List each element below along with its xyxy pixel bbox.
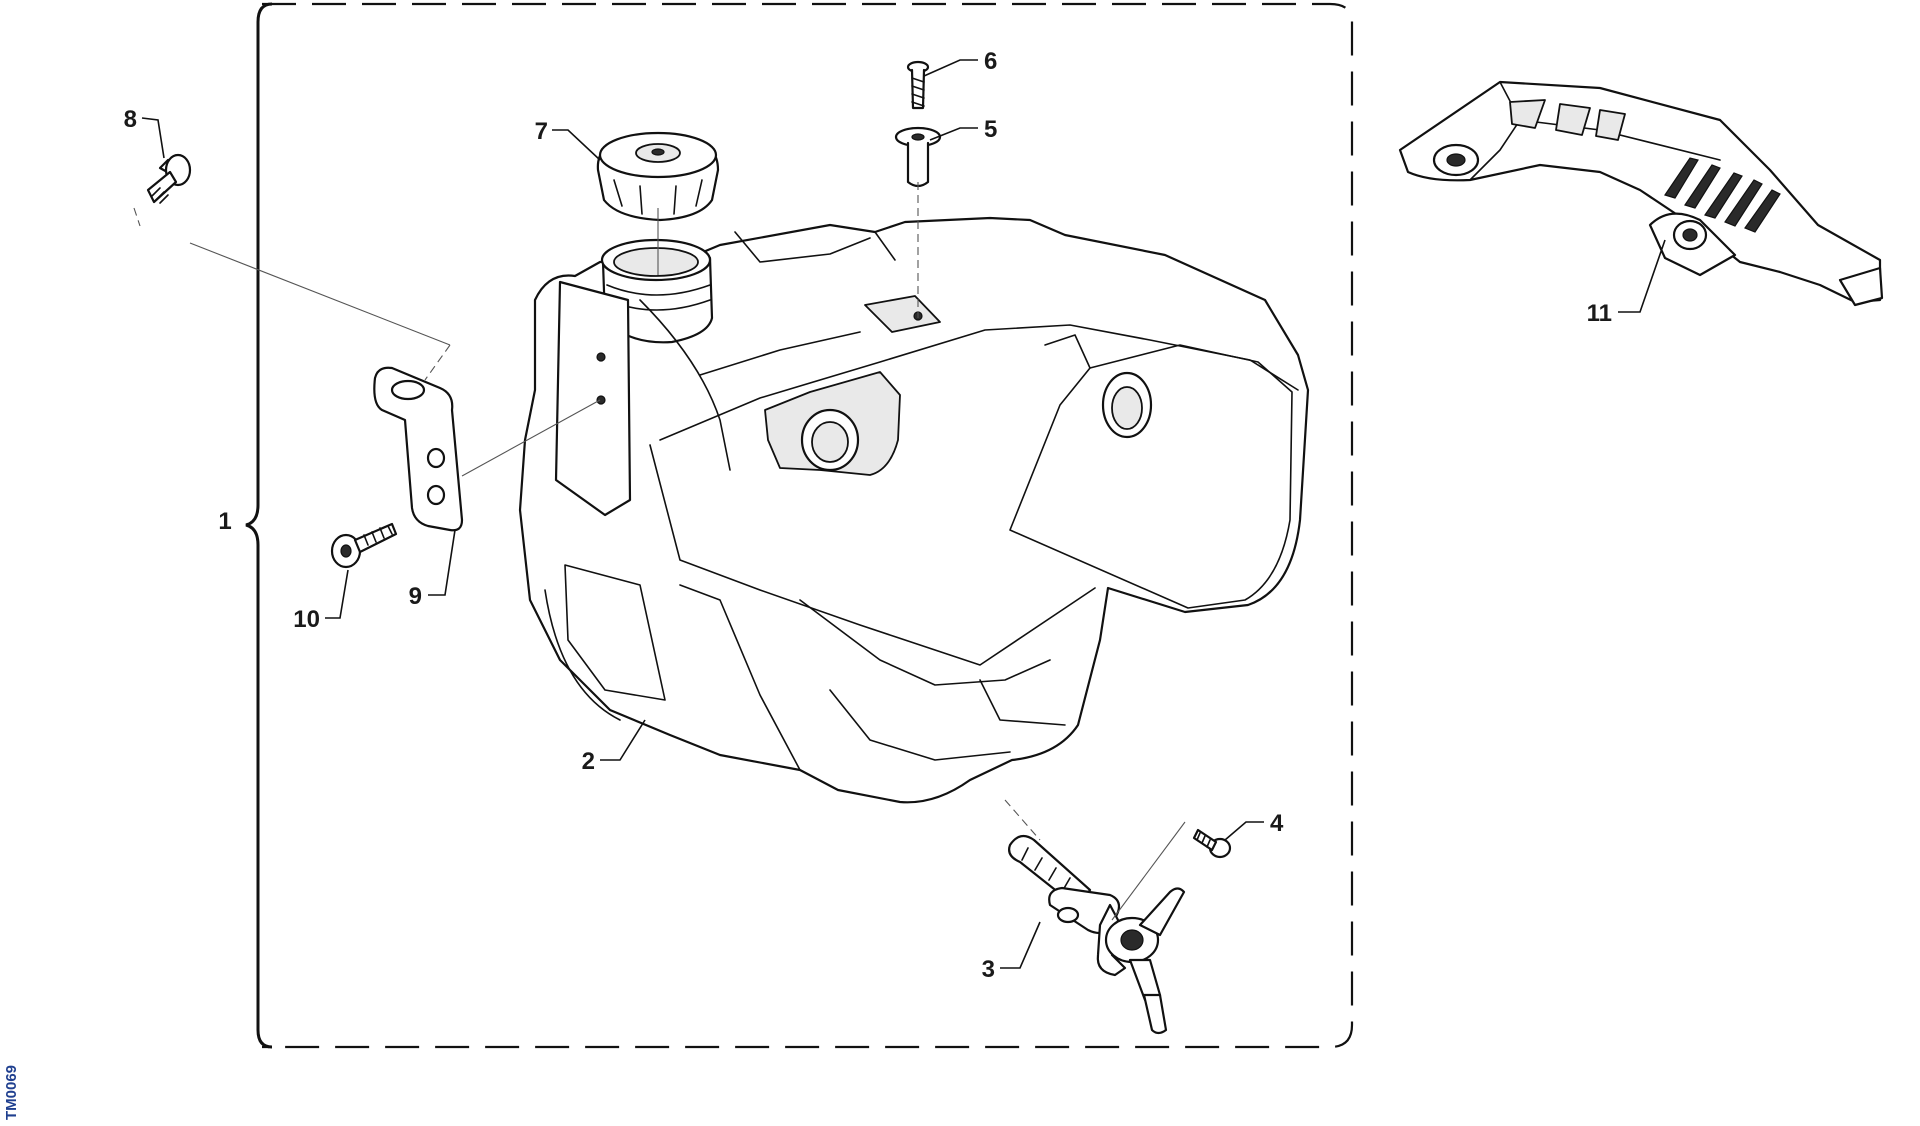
fuel-tank (518, 216, 1310, 804)
drawing-code-text: TM0069 (3, 1064, 20, 1120)
callout-7: 7 (535, 118, 548, 145)
rubber-grommet (894, 126, 942, 188)
callout-9: 9 (409, 583, 422, 610)
drawing-code: TM0069 (0, 1040, 24, 1126)
callout-4: 4 (1270, 810, 1284, 837)
callout-1: 1 (218, 508, 231, 535)
assembly-frame (262, 2, 1354, 1049)
mounting-bracket (373, 366, 464, 532)
callout-5: 5 (984, 116, 997, 143)
tank-screw (906, 60, 930, 110)
tank-cover (1398, 80, 1884, 307)
bracket-bolt (146, 153, 192, 204)
callout-leaders (141, 59, 1666, 969)
assembly-guides (133, 182, 1186, 921)
assembly-brace (245, 2, 273, 1049)
callout-11: 11 (1587, 300, 1612, 327)
callout-labels: 1 2 3 4 5 6 7 8 9 10 11 (124, 48, 1612, 983)
callout-3: 3 (982, 956, 995, 983)
callout-6: 6 (984, 48, 997, 75)
callout-10: 10 (293, 606, 320, 633)
callout-8: 8 (124, 106, 137, 133)
callout-2: 2 (582, 748, 595, 775)
bracket-screw (330, 522, 398, 569)
filler-cap (596, 131, 720, 222)
fuel-tap (1008, 834, 1186, 1035)
tap-screw (1192, 828, 1232, 859)
